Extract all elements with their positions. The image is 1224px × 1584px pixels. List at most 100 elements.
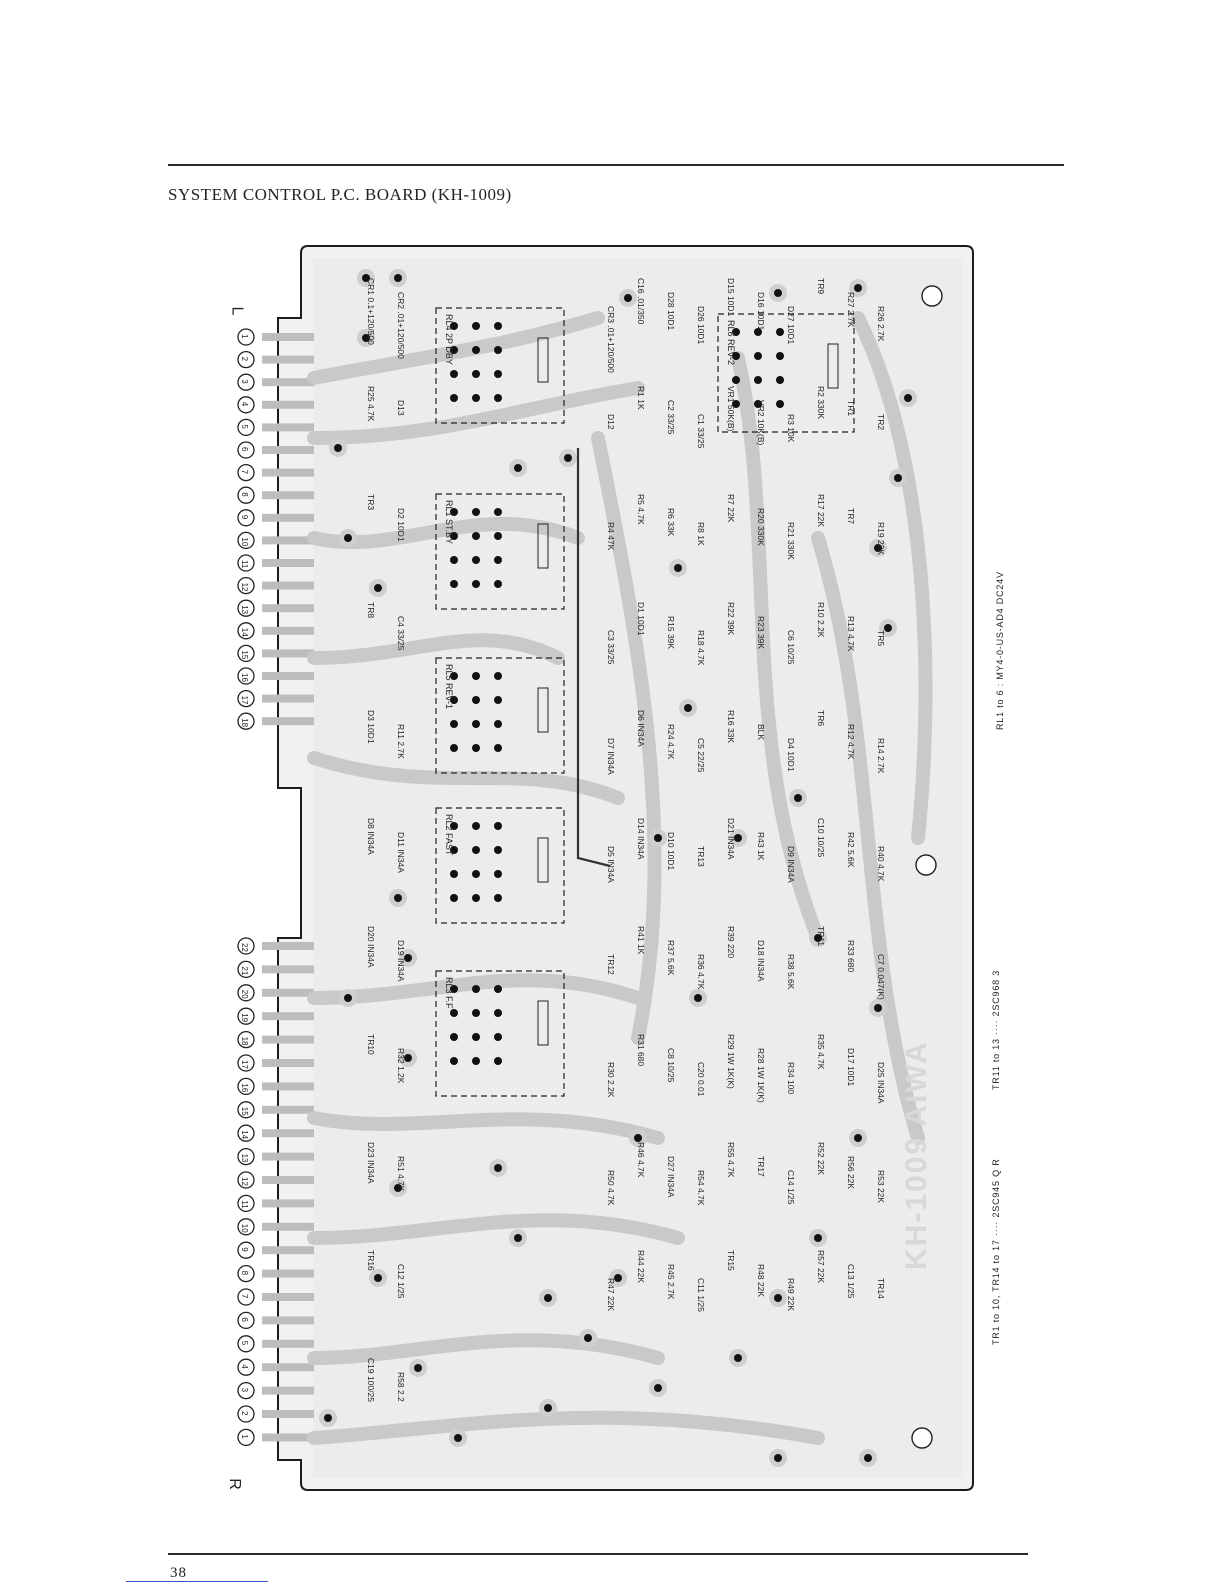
component-label: C3 33/25 (606, 630, 616, 665)
solder-pad (564, 454, 572, 462)
connector-trace (262, 491, 314, 500)
component-label: C6 10/25 (786, 630, 796, 665)
connector-pad-label: 5 (240, 1341, 249, 1346)
solder-pad (324, 1414, 332, 1422)
component-label: R16 33K (726, 710, 736, 743)
connector-pad (237, 1077, 255, 1096)
connector-trace (262, 1105, 314, 1114)
connector-pad (237, 486, 255, 504)
relay-pin (472, 322, 480, 330)
component-label: C11 1/25 (696, 1278, 706, 1312)
connector-pad (237, 441, 255, 459)
component-label: R14 2.7K (876, 738, 886, 774)
component-label: R51 4.7K (396, 1156, 406, 1192)
component-label: R28 1W 1K(K) (756, 1048, 766, 1103)
component-label: C19 100/25 (366, 1358, 376, 1402)
connector-pad (237, 1311, 255, 1330)
component-label: D19 IN34A (396, 940, 406, 982)
relay-pin (472, 532, 480, 540)
connector-trace (262, 1386, 314, 1395)
relay-label: RL5 REV-1 (444, 664, 454, 709)
component-label: C10 10/25 (816, 818, 826, 857)
relay-pin (472, 894, 480, 902)
connector-pad (237, 1124, 255, 1142)
component-label: VR2 10K(B) (756, 400, 766, 446)
component-label: R26 2.7K (876, 306, 886, 342)
connector-pad-label: 9 (240, 515, 249, 520)
component-label: TR6 (816, 710, 826, 726)
component-label: R21 330K (786, 522, 796, 560)
component-label: R18 4.7K (696, 630, 706, 666)
relay-label: RL1 ST.BY (444, 500, 454, 544)
connector-pad (237, 1405, 255, 1423)
copper-trace (851, 311, 933, 845)
connector-trace (262, 400, 314, 409)
component-label: R41 1K (636, 926, 646, 955)
component-label: C1 33/25 (696, 414, 706, 449)
component-label: D1 10D1 (636, 602, 646, 636)
relay-pin (472, 870, 480, 878)
connector-pad-label: 14 (240, 1130, 249, 1139)
component-label: R33 680 (846, 940, 856, 972)
component-label: R12 4.7K (846, 724, 856, 760)
relay-pin (472, 1009, 480, 1017)
relay-pin (472, 744, 480, 752)
relay-pin (450, 846, 458, 854)
connector-pad (237, 689, 255, 708)
relay-pin (450, 394, 458, 402)
component-label: R4 47K (606, 522, 616, 551)
component-label: C13 1/25 (846, 1264, 856, 1299)
connector-pad (237, 1007, 255, 1025)
relay-pin (450, 720, 458, 728)
connector-pad (237, 1335, 255, 1353)
relay-label: RL6 REV-2 (726, 320, 736, 365)
relay-coil (537, 337, 549, 383)
solder-pad (884, 624, 892, 632)
relay-outline (435, 307, 565, 424)
component-label: R20 330K (756, 508, 766, 546)
connector-pad (237, 1358, 255, 1376)
component-label: TR17 (756, 1156, 766, 1177)
relay-outline (435, 807, 565, 924)
connector-pad-label: 18 (240, 1037, 249, 1046)
solder-pad (774, 289, 782, 297)
solder-pad (544, 1404, 552, 1412)
relay-pin (472, 580, 480, 588)
connector-pad-label: 17 (240, 696, 249, 705)
component-label: C2 33/25 (666, 400, 676, 435)
connector-pad-label: 13 (240, 1154, 249, 1163)
edge-label-right: R (225, 1478, 243, 1490)
component-label: R29 1W 1K(K) (726, 1034, 736, 1089)
connector-pad (237, 531, 255, 550)
copper-trace (307, 1213, 685, 1245)
relay-pin (472, 1057, 480, 1065)
connector-pad (237, 328, 255, 346)
solder-pad (634, 1134, 642, 1142)
page-title: SYSTEM CONTROL P.C. BOARD (KH-1009) (168, 185, 512, 204)
relay-pin (450, 1033, 458, 1041)
copper-trace (307, 973, 645, 1005)
component-label: C16 .01/350 (636, 278, 646, 325)
component-label: R57 22K (816, 1250, 826, 1283)
component-label: TR5 (876, 630, 886, 646)
relay-pin (494, 720, 502, 728)
relay-pin (754, 376, 762, 384)
component-label: C14 1/25 (786, 1170, 796, 1205)
component-label: R42 5.6K (846, 832, 856, 868)
component-label: TR16 (366, 1250, 376, 1271)
component-label: R37 5.6K (666, 940, 676, 976)
component-label: R15 39K (666, 616, 676, 649)
relay-pin (450, 822, 458, 830)
relay-pin (472, 370, 480, 378)
connector-pad (237, 350, 255, 369)
connector-pad-label: 7 (240, 1294, 249, 1299)
relay-pin (450, 370, 458, 378)
solder-pad (814, 1234, 822, 1242)
relay-pin (494, 1009, 502, 1017)
connector-pad (237, 1381, 255, 1400)
component-label: R52 22K (816, 1142, 826, 1175)
relay-pin (450, 508, 458, 516)
connector-pad-label: 3 (240, 379, 249, 384)
component-label: D20 IN34A (366, 926, 376, 968)
relay-pin (494, 394, 502, 402)
